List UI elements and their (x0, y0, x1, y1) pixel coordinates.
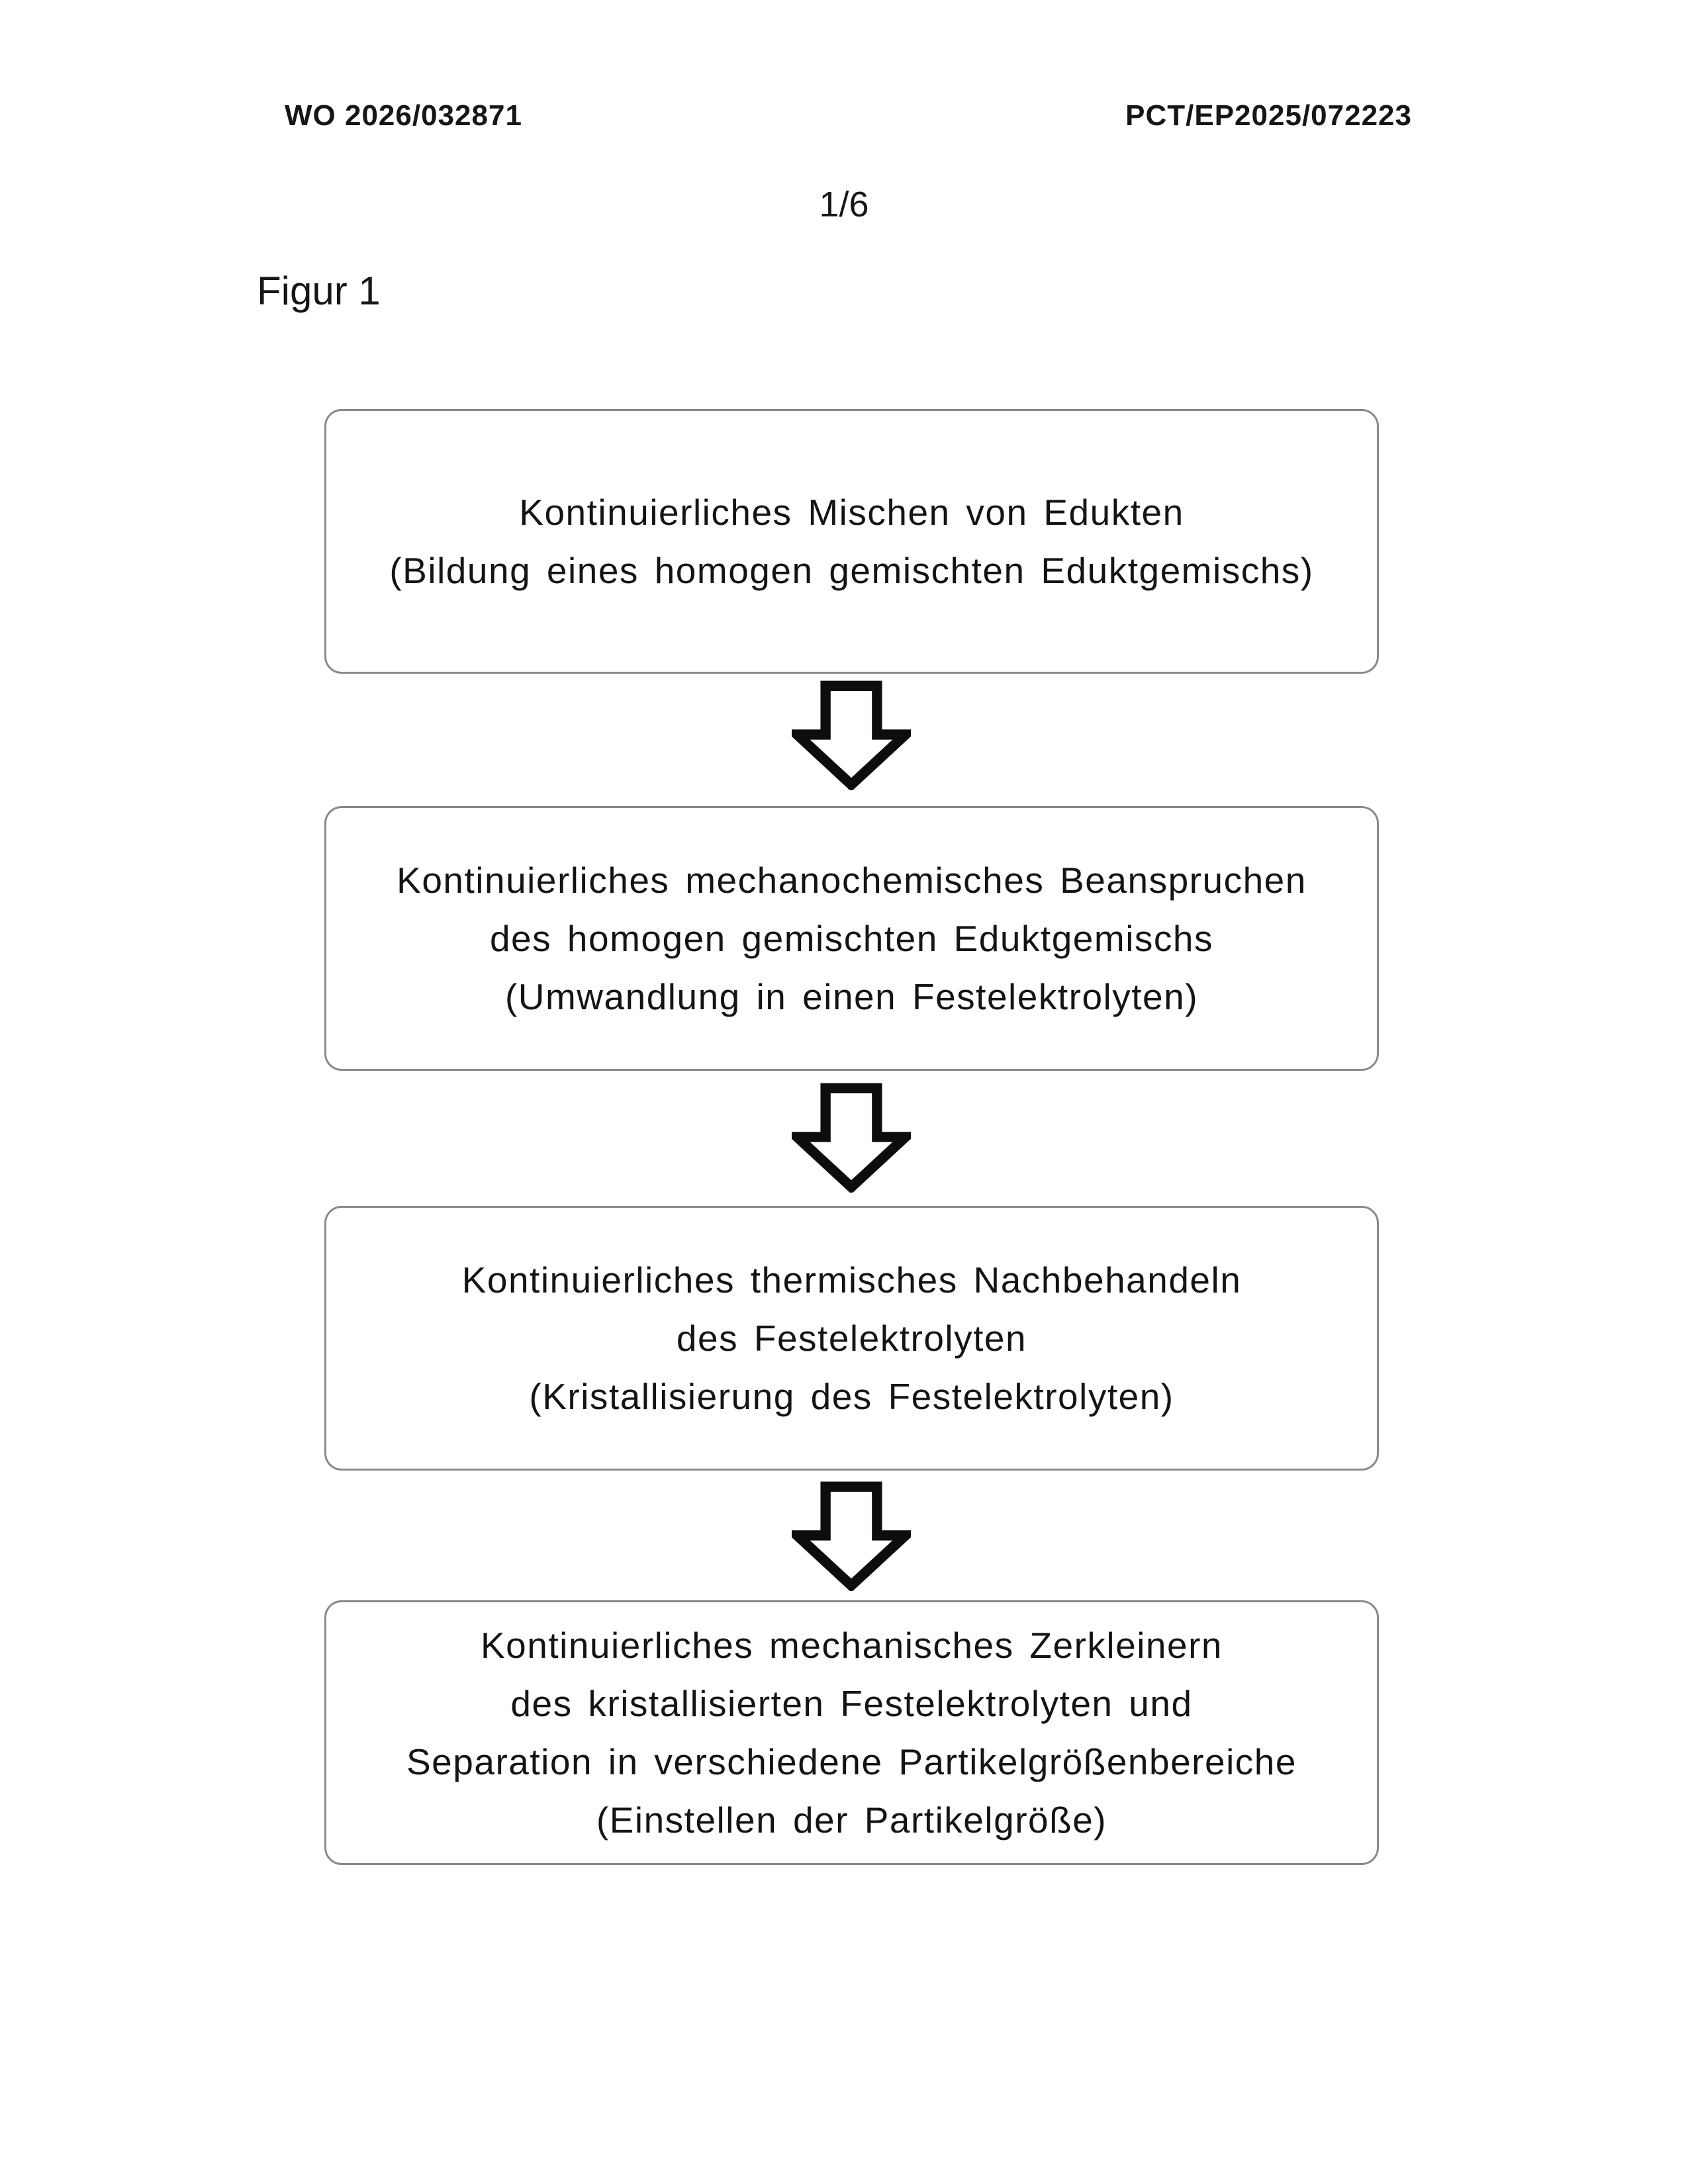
down-arrow-shape (792, 1083, 911, 1193)
flow-step-mechanochemical: Kontinuierliches mechanochemisches Beans… (324, 806, 1379, 1071)
flow-step-text-line: (Einstellen der Partikelgröße) (596, 1799, 1107, 1841)
flow-step-text-line: Kontinuierliches mechanochemisches Beans… (397, 860, 1307, 901)
flow-step-text-line: des homogen gemischten Eduktgemischs (489, 918, 1214, 959)
down-arrow-icon (792, 1481, 911, 1591)
flow-step-text-line: Kontinuierliches mechanisches Zerkleiner… (480, 1625, 1223, 1666)
down-arrow-icon (792, 680, 911, 790)
publication-number: WO 2026/032871 (285, 99, 522, 132)
flow-step-thermal: Kontinuierliches thermisches Nachbehande… (324, 1206, 1379, 1471)
flow-step-text-line: (Kristallisierung des Festelektrolyten) (529, 1376, 1174, 1417)
flow-step-text-line: des kristallisierten Festelektrolyten un… (510, 1683, 1193, 1724)
flow-step-text-line: (Bildung eines homogen gemischten Eduktg… (389, 550, 1314, 591)
application-number: PCT/EP2025/072223 (1125, 99, 1412, 132)
flow-step-comminution: Kontinuierliches mechanisches Zerkleiner… (324, 1600, 1379, 1865)
down-arrow-shape (792, 680, 911, 790)
flow-step-mixing: Kontinuierliches Mischen von Edukten (Bi… (324, 409, 1379, 674)
flow-step-text-line: des Festelektrolyten (676, 1318, 1027, 1359)
flow-step-text-line: Kontinuierliches Mischen von Edukten (519, 492, 1184, 533)
sheet-number: 1/6 (819, 185, 869, 224)
down-arrow-icon (792, 1083, 911, 1193)
down-arrow-shape (792, 1481, 911, 1591)
flow-step-text-line: Kontinuierliches thermisches Nachbehande… (461, 1259, 1242, 1300)
flow-step-text-line: (Umwandlung in einen Festelektrolyten) (504, 976, 1199, 1017)
flow-step-text-line: Separation in verschiedene Partikelgröße… (406, 1741, 1297, 1782)
figure-label: Figur 1 (257, 269, 381, 313)
